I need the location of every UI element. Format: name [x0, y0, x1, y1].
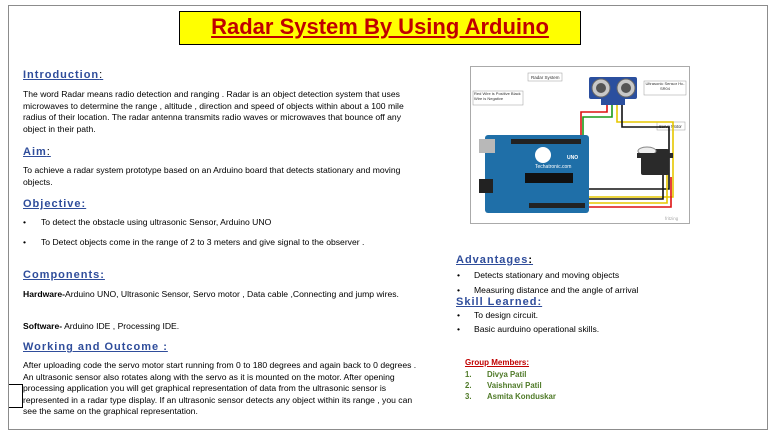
objective-heading: Objective:	[23, 198, 87, 210]
hardware-label: Hardware-	[23, 289, 66, 299]
skill-item: •Basic aurduino operational skills.	[457, 324, 600, 334]
title-banner: Radar System By Using Arduino	[179, 11, 581, 45]
skill-item-text: Basic aurduino operational skills.	[474, 324, 600, 334]
advantages-heading-text: Advantages	[456, 254, 529, 266]
aim-heading: Aim:	[23, 146, 51, 158]
advantage-item: •Detects stationary and moving objects	[457, 270, 620, 280]
label-radar: Radar System	[531, 75, 560, 80]
label-servo: Servo Motor	[659, 124, 682, 129]
poster-slide: Radar System By Using Arduino Introducti…	[8, 5, 768, 430]
software-value: Arduino IDE , Processing IDE.	[62, 321, 180, 331]
objective-item-text: To detect the obstacle using ultrasonic …	[41, 217, 272, 227]
fritzing-label: fritzing	[665, 216, 679, 221]
group-members-heading: Group Members:	[465, 358, 530, 367]
introduction-text: The word Radar means radio detection and…	[23, 89, 404, 134]
group-member: 2. Vaishnavi Patil	[465, 381, 542, 390]
hardware-value: Arduino UNO, Ultrasonic Sensor, Servo mo…	[65, 289, 399, 299]
advantages-heading: Advantages:	[456, 254, 534, 266]
advantage-item: •Measuring distance and the angle of arr…	[457, 285, 639, 295]
poster-title: Radar System By Using Arduino	[211, 14, 549, 39]
aim-text: To achieve a radar system prototype base…	[23, 165, 401, 187]
group-member-number: 3.	[465, 392, 472, 401]
arduino-board-icon: Techatronic.com UNO	[479, 135, 589, 213]
circuit-diagram: Radar System Red Wire is Positive Black …	[470, 66, 690, 224]
working-text: After uploading code the servo motor sta…	[23, 360, 417, 416]
working-heading: Working and Outcome :	[23, 341, 168, 353]
introduction-heading-text: Introduction	[23, 69, 100, 81]
board-label: Techatronic.com	[535, 164, 571, 170]
skills-heading: Skill Learned:	[456, 296, 543, 308]
advantage-item-text: Measuring distance and the angle of arri…	[474, 285, 639, 295]
wires-icon	[555, 105, 674, 208]
skill-item-text: To design circuit.	[474, 310, 539, 320]
ultrasonic-sensor-icon	[589, 77, 637, 105]
objective-item: •To detect the obstacle using ultrasonic…	[23, 217, 272, 227]
group-member-name: Asmita Konduskar	[487, 392, 556, 401]
label-wires: Red Wire is Positive Black Wire is Negat…	[474, 91, 521, 101]
advantage-item-text: Detects stationary and moving objects	[474, 270, 620, 280]
group-member-name: Vaishnavi Patil	[487, 381, 542, 390]
servo-motor-icon	[637, 146, 673, 175]
objective-item-text: To Detect objects come in the range of 2…	[41, 237, 365, 247]
label-sensor: Ultrasonic Sensor Hc-SR04	[645, 81, 685, 91]
skill-item: •To design circuit.	[457, 310, 539, 320]
objective-item: •To Detect objects come in the range of …	[23, 237, 365, 247]
hardware-text: Hardware-Arduino UNO, Ultrasonic Sensor,…	[23, 289, 423, 301]
software-text: Software- Arduino IDE , Processing IDE.	[23, 321, 423, 333]
uno-label: UNO	[567, 155, 578, 161]
introduction-heading: Introduction:	[23, 69, 104, 81]
group-member: 3. Asmita Konduskar	[465, 392, 556, 401]
group-member-number: 2.	[465, 381, 472, 390]
circuit-diagram-svg: Radar System Red Wire is Positive Black …	[472, 72, 687, 221]
text-cursor-box	[9, 384, 23, 408]
software-label: Software-	[23, 321, 63, 331]
aim-heading-text: Aim	[23, 146, 47, 158]
group-member-name: Divya Patil	[487, 370, 527, 379]
group-member-number: 1.	[465, 370, 472, 379]
components-heading: Components:	[23, 269, 105, 281]
group-member: 1. Divya Patil	[465, 370, 526, 379]
